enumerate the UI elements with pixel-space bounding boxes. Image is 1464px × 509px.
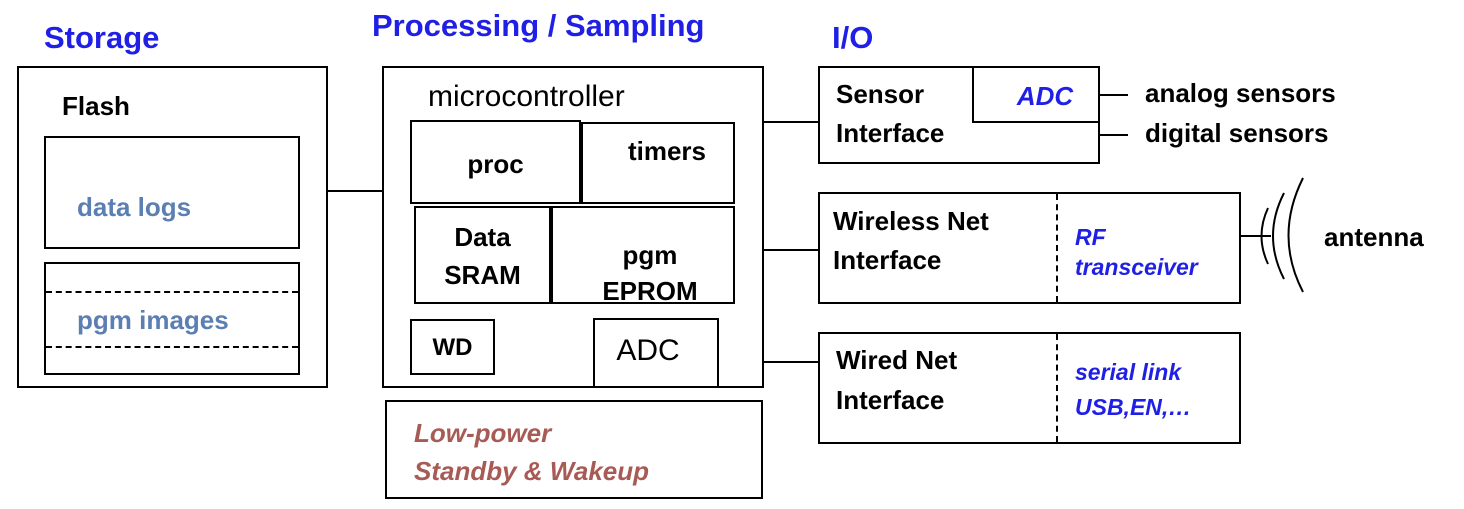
io-header: I/O (832, 20, 874, 55)
rf-line1: RF (1075, 224, 1106, 250)
analog-sensors-label: analog sensors (1145, 78, 1336, 108)
pgm-eprom-line1: pgm (622, 240, 678, 270)
sensor-adc-label: ADC (1016, 81, 1074, 111)
wired-interface-box (818, 332, 1241, 444)
mcu-adc-label: ADC (616, 334, 680, 367)
pgm-eprom-clip: EPROM (553, 276, 733, 302)
storage-mcu-connector (328, 190, 382, 192)
digital-sensors-connector (1100, 134, 1128, 136)
mcu-sensor-connector (764, 121, 819, 123)
flash-label: Flash (62, 91, 130, 121)
proc-box (410, 120, 581, 204)
pgm-images-label: pgm images (77, 305, 229, 335)
rf-line2: transceiver (1075, 254, 1198, 280)
wired-line1: Wired Net (836, 345, 958, 375)
antenna-connector (1241, 235, 1271, 237)
analog-sensors-connector (1100, 94, 1128, 96)
wireless-divider (1056, 194, 1058, 302)
wireless-interface-box (818, 192, 1241, 304)
mcu-adc-box (593, 318, 719, 388)
serial-link-line2: USB,EN,… (1075, 394, 1192, 420)
storage-header: Storage (44, 20, 160, 55)
data-sram-box (414, 206, 551, 304)
pgm-eprom-line2: EPROM (602, 276, 698, 302)
microcontroller-title: microcontroller (428, 80, 625, 113)
data-logs-label: data logs (77, 192, 192, 222)
low-power-box (385, 400, 763, 499)
wired-line2: Interface (836, 385, 945, 415)
data-sram-line1: Data (454, 222, 511, 252)
antenna-label: antenna (1324, 222, 1424, 252)
mcu-wired-connector (764, 361, 819, 363)
digital-sensors-label: digital sensors (1145, 118, 1329, 148)
wd-label: WD (432, 334, 473, 361)
timers-box (581, 122, 735, 204)
processing-header: Processing / Sampling (372, 8, 705, 43)
pgm-images-box (44, 262, 300, 375)
proc-label: proc (467, 149, 524, 179)
sensor-adc-box (972, 66, 1100, 123)
wireless-line1: Wireless Net (833, 206, 989, 236)
low-power-line2: Standby & Wakeup (414, 456, 650, 486)
timers-label: timers (627, 136, 707, 166)
wd-box (410, 319, 495, 375)
sensor-interface-line2: Interface (836, 118, 945, 148)
sensor-interface-line1: Sensor (836, 79, 925, 109)
data-logs-box (44, 136, 300, 249)
low-power-line1: Low-power (414, 418, 552, 448)
serial-link-line1: serial link (1075, 359, 1182, 385)
data-sram-line2: SRAM (444, 260, 521, 290)
wired-divider (1056, 334, 1058, 442)
wireless-line2: Interface (833, 245, 942, 275)
pgm-images-top-divider (46, 291, 298, 293)
mcu-wireless-connector (764, 249, 819, 251)
pgm-eprom-box (551, 206, 735, 304)
pgm-images-bottom-divider (46, 346, 298, 348)
